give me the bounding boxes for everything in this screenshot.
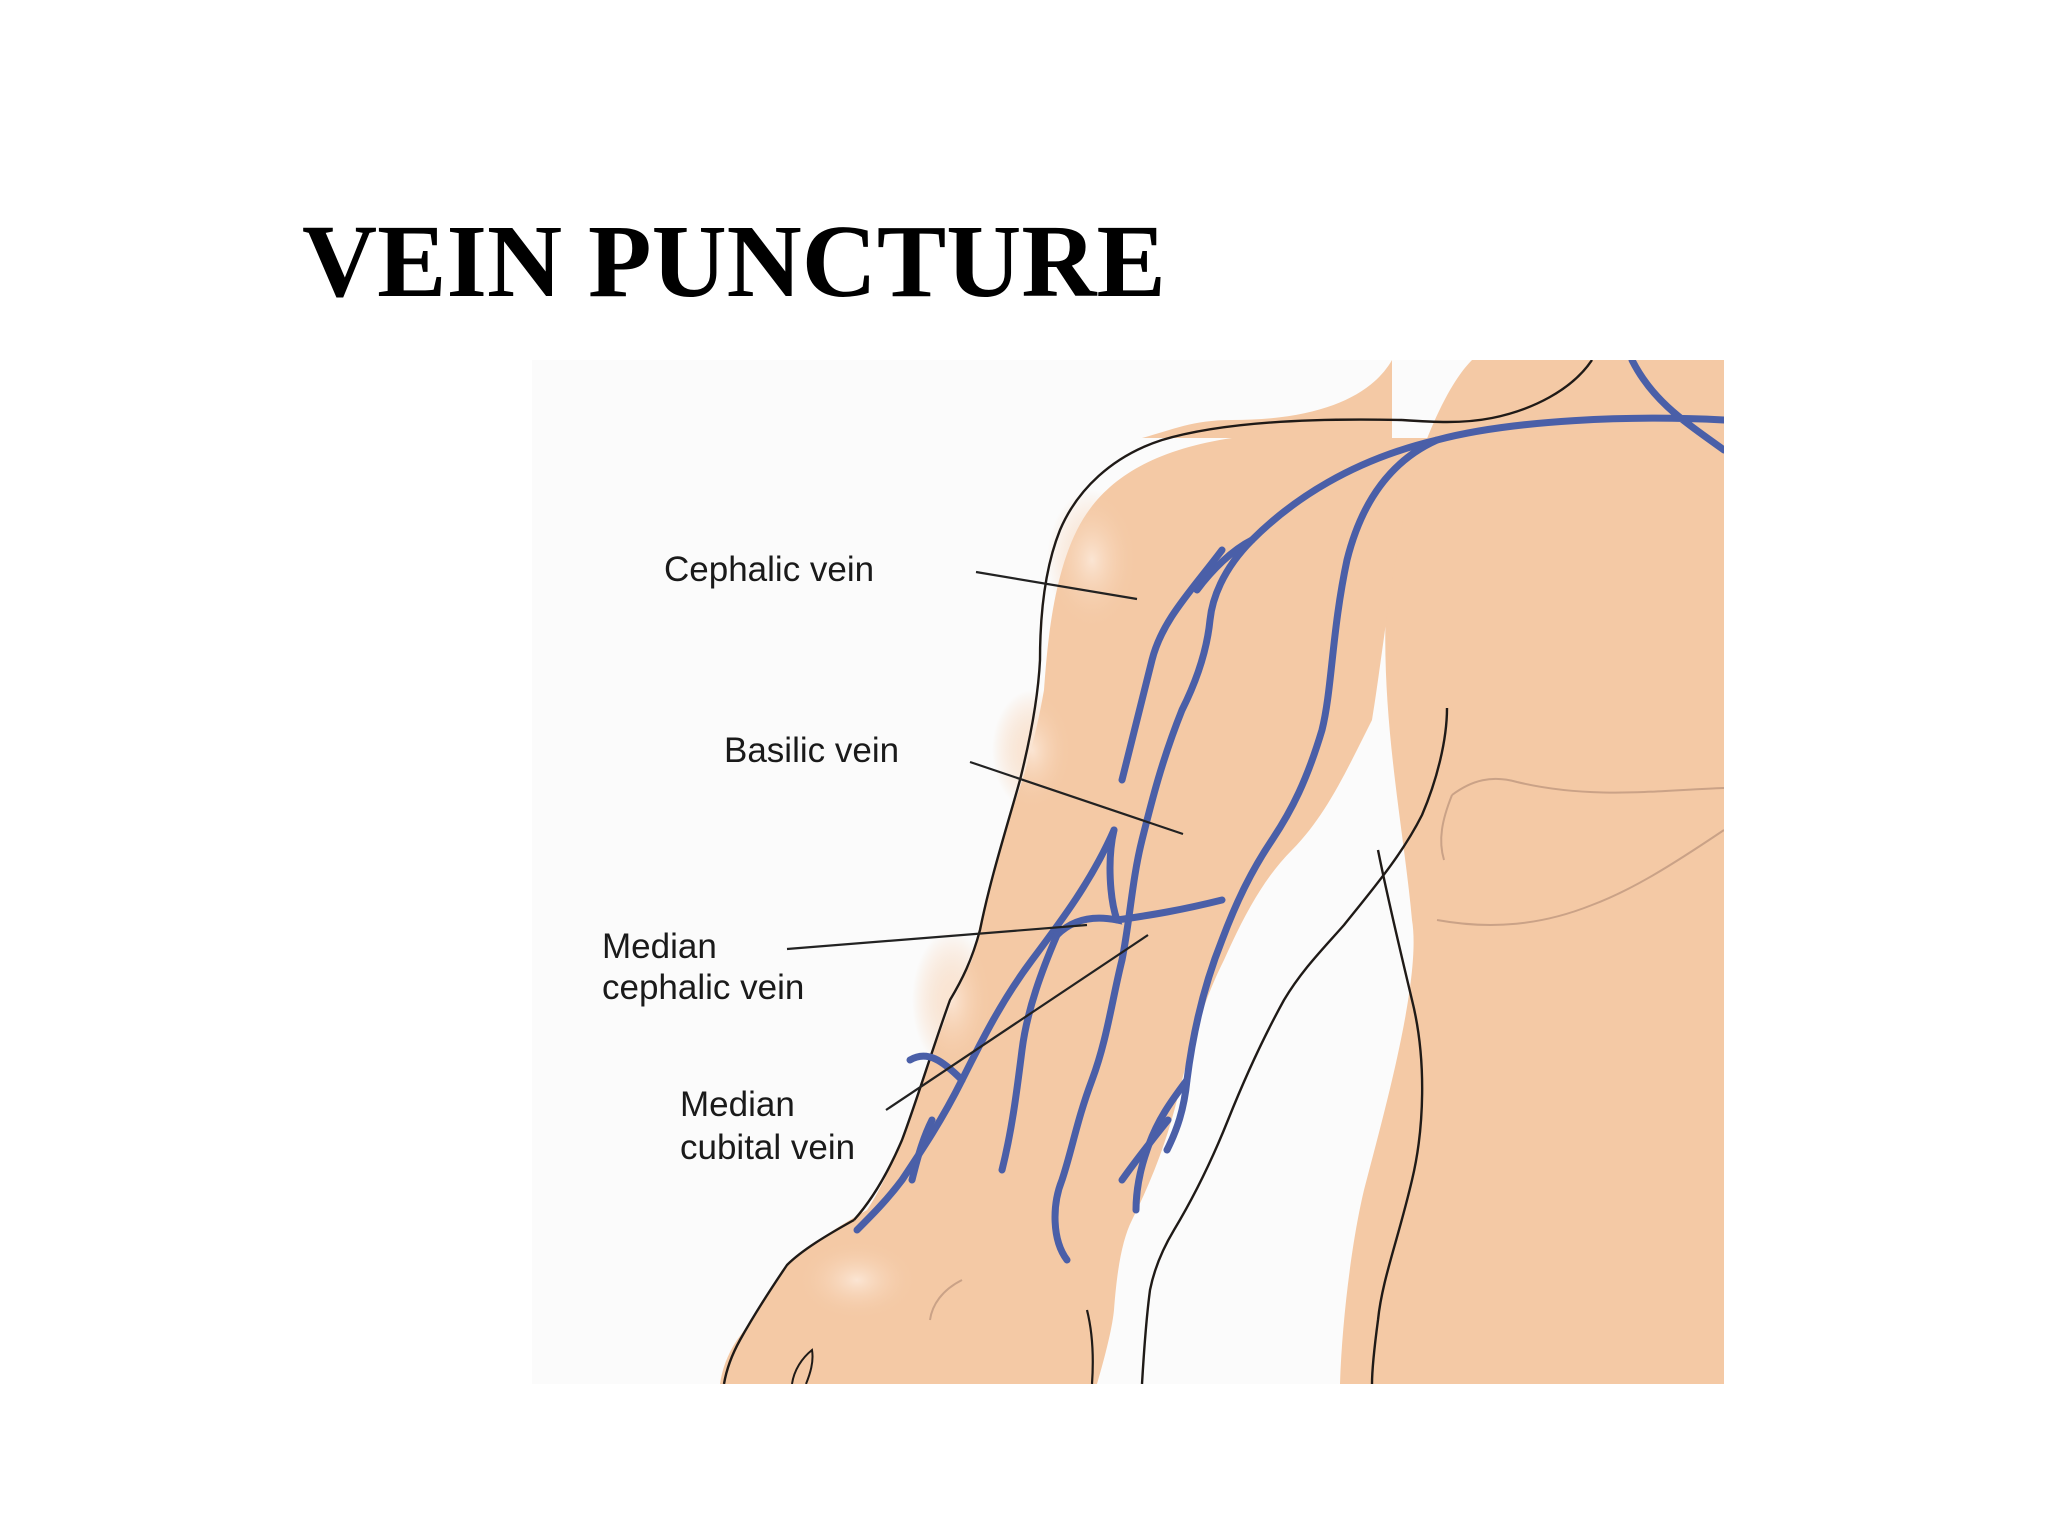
median-cubital-vein-path <box>1113 896 1226 924</box>
outer-arm-vein <box>1118 546 1226 784</box>
leader-lines <box>786 570 1184 1111</box>
forearm-branch-3 <box>1118 1116 1172 1184</box>
shoulder-outline <box>853 418 1403 1221</box>
thumb-outline <box>791 1348 814 1384</box>
cephalic-leader <box>975 570 1138 601</box>
hand-outline <box>722 1218 855 1384</box>
forearm-branch-4 <box>908 1116 936 1184</box>
hand-highlight <box>797 1240 917 1320</box>
shoulder-highlight <box>1047 490 1137 630</box>
label-cephalic-vein: Cephalic vein <box>664 550 875 589</box>
inner-arm-outline <box>1140 707 1449 1384</box>
arm-vein-illustration: Cephalic vein Basilic vein Median cephal… <box>532 360 1724 1384</box>
label-median-cephalic-line1: Median <box>602 927 717 966</box>
arm <box>720 360 1724 1384</box>
wrist-crease <box>929 1279 963 1321</box>
forearm-branch-1 <box>906 1052 966 1084</box>
forearm-highlight <box>912 930 992 1070</box>
label-median-cubital-line1: Median <box>680 1085 795 1124</box>
median-cephalic-leader <box>786 923 1088 951</box>
basilic-leader <box>969 760 1184 836</box>
torso-side-outline <box>1370 849 1424 1384</box>
label-median-cubital-line2: cubital vein <box>680 1128 856 1167</box>
median-antebrachial-vein <box>998 931 1061 1174</box>
neck-outline <box>1401 360 1593 424</box>
pectoral-fold <box>1451 777 1724 796</box>
cephalic-arm-vein <box>1193 536 1256 594</box>
torso <box>1142 360 1724 1384</box>
label-basilic-vein: Basilic vein <box>724 731 900 770</box>
median-cubital-leader <box>885 934 1149 1111</box>
chest-fold <box>1436 829 1724 926</box>
armpit-fold <box>1440 794 1453 861</box>
basilic-vein-path <box>1163 436 1441 1154</box>
biceps-highlight <box>992 690 1072 810</box>
outer-forearm-vein <box>853 826 1118 1234</box>
slide-title: VEIN PUNCTURE <box>302 204 1166 319</box>
veins <box>853 360 1724 1264</box>
wrist-outline <box>1085 1309 1094 1384</box>
label-median-cephalic-line2: cephalic vein <box>602 968 805 1007</box>
arm-vein-diagram <box>720 360 1724 1384</box>
